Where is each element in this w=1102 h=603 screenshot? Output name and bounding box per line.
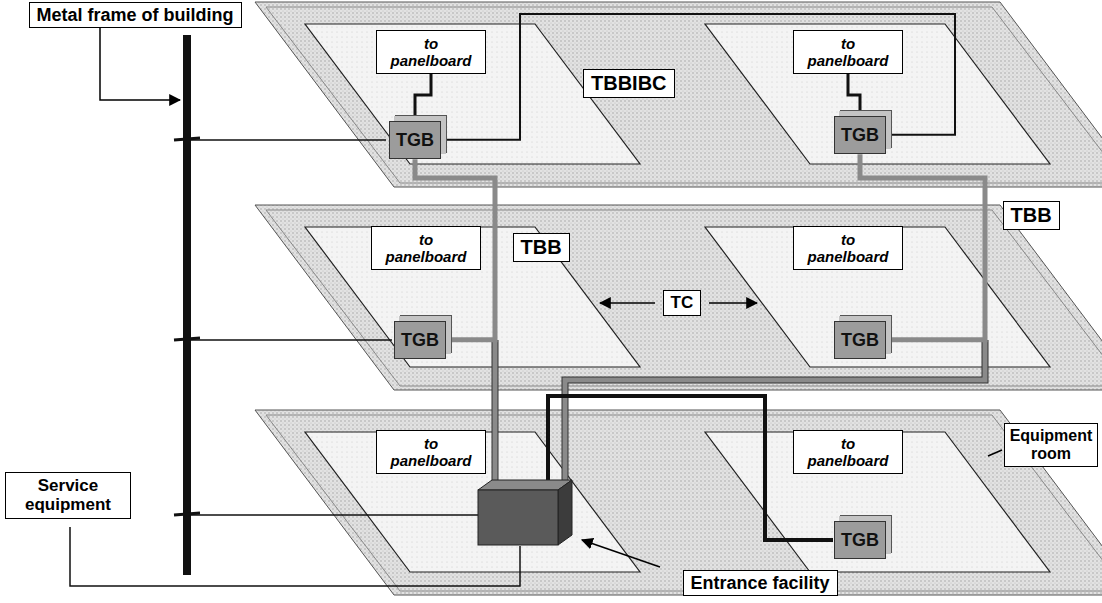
label-text: to panelboard — [799, 231, 897, 266]
label-text: Service equipment — [9, 476, 127, 515]
label-text: TGB — [401, 330, 439, 351]
tgb-box: TGB — [394, 321, 446, 360]
panelboard-box: to panelboard — [793, 226, 903, 271]
label-text: Entrance facility — [691, 573, 830, 594]
panelboard-box: to panelboard — [376, 30, 486, 75]
floor-plates — [255, 2, 1102, 595]
bonding-wires — [70, 140, 520, 586]
tgb-box: TGB — [834, 521, 886, 560]
label-text: TBB — [521, 236, 562, 259]
panelboard-box: to panelboard — [793, 30, 903, 75]
frame-label: Metal frame of building — [29, 2, 242, 29]
conductor-label: TBB — [1003, 201, 1060, 230]
equipment-room-leader — [988, 450, 1002, 456]
frame-leader — [100, 28, 180, 100]
panelboard-box: to panelboard — [376, 430, 486, 475]
floor-areas — [305, 24, 1050, 572]
entrance-label: Entrance facility — [683, 570, 838, 597]
label-text: Equipment room — [1008, 427, 1094, 464]
bonding-conductor — [415, 74, 431, 121]
metal-frame-column — [183, 35, 191, 575]
label-text: TGB — [841, 125, 879, 146]
entrance-leader — [582, 540, 660, 567]
conductor-label: TBB — [513, 233, 570, 262]
service-label: Service equipment — [5, 472, 131, 519]
entrance-facility-box — [478, 480, 572, 545]
conductor-label: TC — [663, 290, 702, 316]
label-text: TGB — [841, 530, 879, 551]
label-text: to panelboard — [799, 35, 897, 70]
tgb-box: TGB — [834, 116, 886, 155]
tgb-box: TGB — [389, 121, 441, 160]
room-label: Equipment room — [1004, 423, 1098, 468]
label-text: to panelboard — [377, 231, 475, 266]
label-text: TGB — [396, 130, 434, 151]
panelboard-box: to panelboard — [793, 430, 903, 475]
frame-ticks — [174, 138, 200, 515]
label-text: to panelboard — [382, 35, 480, 70]
label-text: TGB — [841, 330, 879, 351]
bonding-conductor — [848, 74, 860, 116]
label-text: TBB — [1011, 204, 1052, 227]
label-text: to panelboard — [382, 435, 480, 470]
label-text: TBBIBC — [591, 72, 667, 95]
label-text: to panelboard — [799, 435, 897, 470]
label-text: Metal frame of building — [37, 5, 234, 26]
conductor-label: TBBIBC — [583, 69, 675, 98]
label-text: TC — [671, 293, 694, 313]
panelboard-box: to panelboard — [371, 226, 481, 271]
tgb-box: TGB — [834, 321, 886, 360]
